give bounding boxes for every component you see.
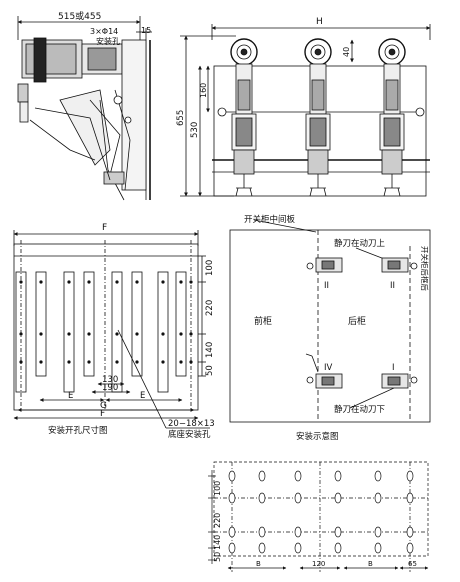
cutout-dim-100: 100 <box>205 260 215 276</box>
cutout-hole-label: 底座安装孔 <box>168 429 211 440</box>
side-dim-offset: 15 <box>141 26 151 35</box>
switch-unit-lower-left <box>305 353 343 389</box>
cutout-dim-F-top: F <box>102 223 107 233</box>
schematic-lower-note: 静刀在动刀下 <box>334 404 386 415</box>
cutout-dim-130: 130 <box>102 375 118 385</box>
install-schematic <box>229 219 431 423</box>
schematic-partition: 开关柜中间板 <box>244 214 296 225</box>
cutout-hole-spec: 20−18×13 <box>168 419 215 429</box>
front-dim-40: 40 <box>342 47 351 57</box>
schematic-front: 前柜 <box>254 315 272 327</box>
quadrant-lower-right: I <box>392 363 395 373</box>
cutout-holes <box>19 280 193 364</box>
cutout-dim-E-left: E <box>68 391 73 401</box>
foundation-dim-B-left: B <box>256 560 261 568</box>
side-dim-width: 515或455 <box>58 10 101 22</box>
pole-2 <box>304 38 332 197</box>
quadrant-lower-left: IV <box>324 363 333 373</box>
side-view <box>17 16 152 201</box>
pole-3 <box>378 38 406 197</box>
cutout-dim-190: 190 <box>102 383 118 393</box>
schematic-rear: 后柜 <box>348 315 366 327</box>
foundation-dim-100: 100 <box>213 481 222 496</box>
cutout-caption: 安装开孔尺寸图 <box>48 426 108 436</box>
foundation-dim-B-right: B <box>368 560 373 568</box>
foundation-dim-50: 50 <box>213 552 222 562</box>
front-dim-655: 655 <box>176 110 186 126</box>
foundation-dim-140: 140 <box>213 535 222 550</box>
cutout-dim-G: G <box>100 401 107 411</box>
foundation-plan <box>208 461 429 572</box>
cutout-plan <box>13 230 210 429</box>
quadrant-upper-left: II <box>324 281 329 291</box>
front-dim-160: 160 <box>199 83 208 98</box>
cutout-dim-F-bottom: F <box>100 409 105 419</box>
pole-1 <box>230 38 258 197</box>
schematic-upper-note: 静刀在动刀上 <box>334 238 386 249</box>
side-hole-label: 安装孔 <box>96 36 120 46</box>
schematic-caption: 安装示意图 <box>296 432 339 442</box>
foundation-dim-120: 120 <box>312 560 325 568</box>
side-hole-spec: 3×Φ14 <box>90 27 118 36</box>
cutout-dim-50: 50 <box>205 365 215 376</box>
switch-unit-lower-right <box>381 373 418 389</box>
switch-unit-upper-left <box>306 257 343 273</box>
quadrant-upper-right: II <box>390 281 395 291</box>
schematic-rear-door: 开关柜后框后 <box>420 246 430 291</box>
switch-unit-upper-right <box>381 257 418 273</box>
foundation-holes <box>228 470 414 554</box>
cutout-dim-140: 140 <box>205 342 215 358</box>
front-dim-530: 530 <box>190 122 200 138</box>
front-dim-width: H <box>316 17 323 27</box>
foundation-dim-65: 65 <box>408 560 417 568</box>
foundation-dim-220: 220 <box>213 513 222 528</box>
cutout-dim-E-right: E <box>140 391 145 401</box>
cutout-dim-220: 220 <box>205 300 215 316</box>
front-view <box>180 24 431 197</box>
